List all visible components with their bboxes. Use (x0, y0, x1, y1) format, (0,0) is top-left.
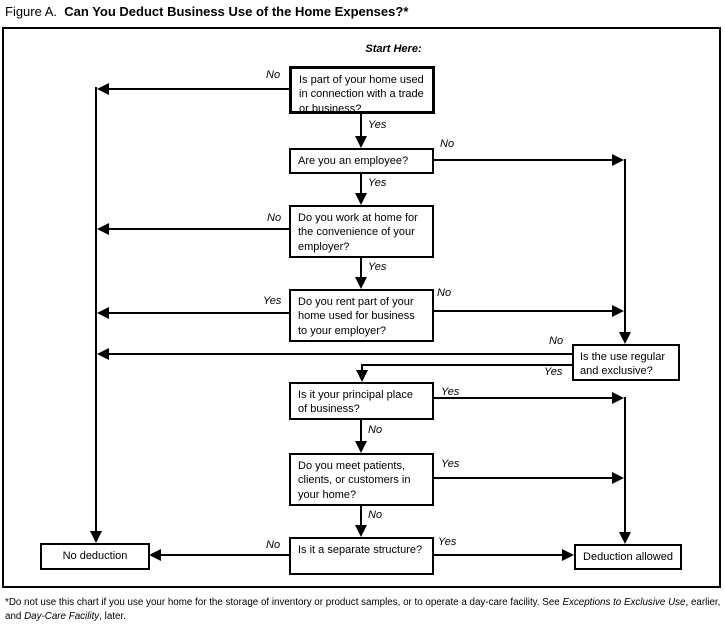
node-trade-or-business: Is part of your home used in connection … (289, 66, 435, 115)
label-q2-no: No (440, 138, 455, 150)
arrowhead-q2-no (612, 154, 624, 166)
node-regular-and-exclusive: Is the use regular and exclusive? (572, 344, 680, 381)
flowchart-frame (2, 27, 721, 588)
connector-q5-yes-horizontal (361, 364, 572, 366)
connector-q8-no (161, 554, 289, 556)
arrowhead-q3-q4 (355, 277, 367, 289)
label-q6-yes: Yes (441, 386, 460, 398)
connector-q4-yes (109, 312, 289, 314)
node-employee: Are you an employee? (289, 148, 434, 174)
connector-q6-q7 (360, 419, 362, 441)
connector-q7-yes (434, 477, 612, 479)
footnote-italic-daycare: Day-Care Facility (24, 610, 100, 622)
arrowhead-q6-q7 (355, 441, 367, 453)
label-q7-yes: Yes (441, 458, 460, 470)
node-no-deduction: No deduction (40, 543, 150, 570)
arrowhead-into-no-deduction (90, 531, 102, 543)
node-deduction-allowed: Deduction allowed (574, 544, 682, 570)
arrowhead-q5-yes (356, 370, 368, 382)
footnote-text-1: *Do not use this chart if you use your h… (5, 597, 563, 608)
connector-q6-yes (434, 397, 612, 399)
node-separate-structure: Is it a separate structure? (289, 537, 434, 575)
arrowhead-q4-yes (97, 307, 109, 319)
node-principal-place: Is it your principal place of business? (289, 382, 434, 420)
connector-q4-no (434, 310, 612, 312)
label-q4-yes: Yes (263, 295, 282, 307)
arrowhead-q1-no (97, 83, 109, 95)
arrowhead-q6-yes (612, 392, 624, 404)
connector-q3-q4 (360, 257, 362, 277)
arrowhead-q8-no (149, 549, 161, 561)
footnote-text-3: , later. (99, 610, 126, 622)
node-rent-to-employer: Do you rent part of your home used for b… (289, 289, 434, 342)
arrowhead-into-q5 (619, 332, 631, 344)
arrowhead-q2-q3 (355, 193, 367, 205)
footnote: *Do not use this chart if you use your h… (5, 596, 721, 623)
arrowhead-q4-no (612, 305, 624, 317)
label-q3-no: No (267, 212, 282, 224)
footnote-italic-exceptions: Exceptions to Exclusive Use (562, 597, 686, 608)
arrowhead-q7-yes (612, 472, 624, 484)
figure-title: Can You Deduct Business Use of the Home … (64, 4, 409, 19)
connector-right-vertical-bottom (624, 397, 626, 532)
connector-q3-no (109, 228, 289, 230)
connector-q5-yes-vertical (361, 364, 363, 371)
label-q6-no: No (368, 424, 383, 436)
connector-q8-yes (434, 554, 562, 556)
label-q2-yes: Yes (368, 177, 387, 189)
connector-q1-q2 (360, 113, 362, 136)
arrowhead-q1-q2 (355, 136, 367, 148)
connector-q7-q8 (360, 505, 362, 525)
label-q8-no: No (266, 539, 281, 551)
arrowhead-q8-yes (562, 549, 574, 561)
footnote-text-2: , earlier, and (5, 597, 721, 622)
label-q8-yes: Yes (438, 536, 457, 548)
connector-q2-no (434, 159, 612, 161)
label-q3-yes: Yes (368, 261, 387, 273)
label-q4-no: No (437, 287, 452, 299)
node-convenience-of-employer: Do you work at home for the convenience … (289, 205, 434, 258)
label-q1-no: No (266, 69, 281, 81)
label-q5-no: No (549, 335, 564, 347)
arrowhead-q3-no (97, 223, 109, 235)
label-q1-yes: Yes (368, 119, 387, 131)
label-q5-yes: Yes (544, 366, 563, 378)
arrowhead-into-deduction-allowed (619, 532, 631, 544)
arrowhead-q7-q8 (355, 525, 367, 537)
figure-caption: Figure A. Can You Deduct Business Use of… (5, 4, 408, 19)
figure-label: Figure A. (5, 4, 58, 19)
arrowhead-q5-no (97, 348, 109, 360)
connector-q1-no (109, 88, 289, 90)
connector-right-vertical-top (624, 159, 626, 332)
node-meet-patients: Do you meet patients, clients, or custom… (289, 453, 434, 506)
label-q7-no: No (368, 509, 383, 521)
connector-q5-no (109, 353, 572, 355)
start-here-label: Start Here: (365, 43, 422, 55)
connector-q2-q3 (360, 173, 362, 193)
connector-left-vertical (95, 87, 97, 531)
